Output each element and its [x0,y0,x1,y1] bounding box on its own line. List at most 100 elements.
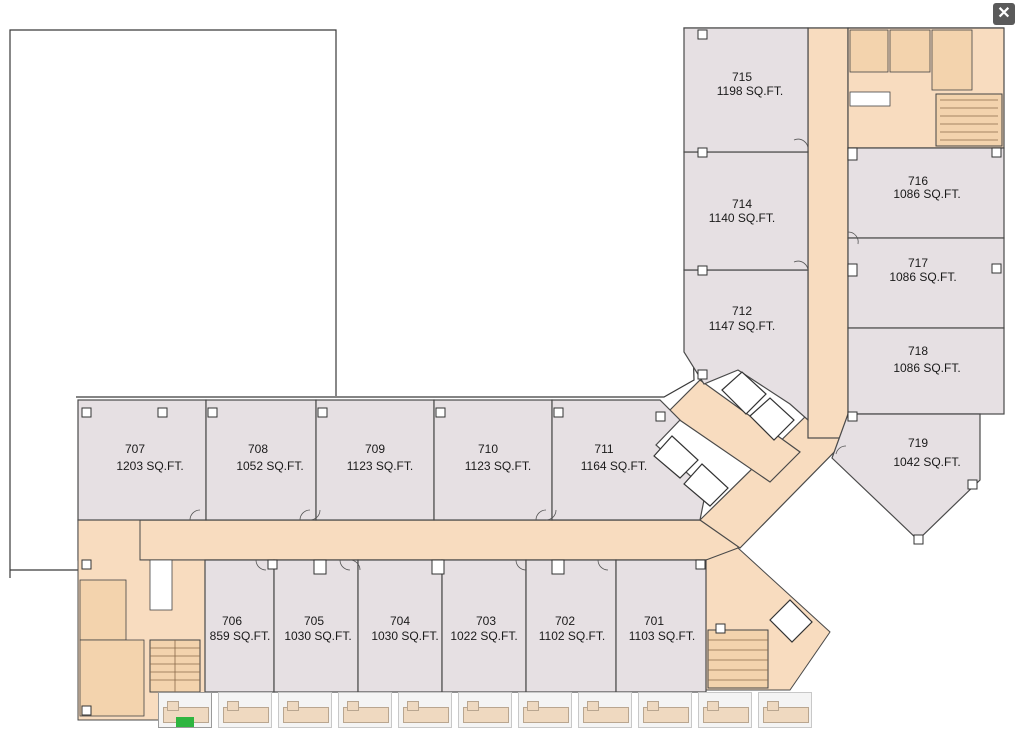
unit-label-709: 709 1123 SQ.FT. [347,442,413,473]
unit-label-710: 710 1123 SQ.FT. [465,442,531,473]
stair-south [707,629,769,689]
floor-thumbnail[interactable] [218,692,272,728]
floor-thumbnail[interactable] [158,692,212,728]
unit-number: 718 [908,344,928,358]
floor-thumbnail[interactable] [578,692,632,728]
unit-712-shape[interactable] [683,269,809,422]
unit-number: 719 [908,436,928,450]
close-icon: ✕ [997,5,1011,22]
floor-thumbnail[interactable] [758,692,812,728]
adjacent-building-outline [9,29,337,578]
unit-area: 1042 SQ.FT. [893,455,960,469]
elevator-north [721,371,795,441]
unit-number: 710 [478,442,498,456]
unit-number: 716 [908,174,928,188]
unit-701-shape[interactable] [615,559,707,693]
unit-number: 703 [476,614,496,628]
unit-708-shape[interactable] [205,399,317,521]
unit-705-shape[interactable] [273,559,359,693]
unit-label-718: 718 1086 SQ.FT. [893,344,960,375]
unit-number: 711 [594,442,613,456]
unit-area: 1164 SQ.FT. [581,459,647,473]
stair-northeast [935,93,1003,147]
current-floor-highlight [176,717,194,727]
unit-area: 1086 SQ.FT. [893,187,960,201]
unit-716-shape[interactable] [847,147,1005,239]
floor-thumbnail[interactable] [518,692,572,728]
unit-area: 1103 SQ.FT. [629,629,695,643]
unit-area: 859 SQ.FT. [210,629,271,643]
elevator-lobby-north [667,379,801,483]
unit-area: 1030 SQ.FT. [371,629,438,643]
unit-number: 706 [222,614,242,628]
floor-thumbnail[interactable] [458,692,512,728]
unit-number: 715 [732,70,752,84]
unit-number: 701 [644,614,664,628]
unit-number: 702 [555,614,575,628]
unit-label-708: 708 1052 SQ.FT. [236,442,303,473]
unit-area: 1140 SQ.FT. [709,211,775,225]
unit-706-shape[interactable] [204,559,275,693]
floor-thumbnail[interactable] [698,692,752,728]
stair-west [149,639,201,693]
door-swings [189,138,859,571]
unit-number: 705 [304,614,324,628]
corridor-west [77,519,739,561]
unit-area: 1052 SQ.FT. [236,459,303,473]
unit-area: 1123 SQ.FT. [347,459,413,473]
unit-area: 1147 SQ.FT. [709,319,775,333]
unit-label-711: 711 1164 SQ.FT. [581,442,647,473]
unit-area: 1102 SQ.FT. [539,629,605,643]
unit-area: 1198 SQ.FT. [717,84,783,98]
unit-area: 1030 SQ.FT. [284,629,351,643]
close-button[interactable]: ✕ [993,3,1015,25]
unit-number: 708 [248,442,268,456]
unit-label-707: 707 1203 SQ.FT. [116,442,183,473]
unit-area: 1123 SQ.FT. [465,459,531,473]
unit-number: 709 [365,442,385,456]
floor-thumbnail[interactable] [638,692,692,728]
unit-715-shape[interactable] [683,27,809,153]
washrooms-northeast [849,29,973,107]
unit-number: 717 [908,256,928,270]
unit-number: 707 [125,442,145,456]
unit-area: 1022 SQ.FT. [450,629,517,643]
unit-number: 712 [732,304,752,318]
unit-719-shape[interactable] [831,413,981,541]
floor-thumbnail[interactable] [278,692,332,728]
elevator-south [769,599,813,643]
unit-703-shape[interactable] [441,559,527,693]
corridor-north [807,27,849,439]
structural-columns [81,29,1002,716]
unit-714-shape[interactable] [683,151,809,271]
unit-area: 1203 SQ.FT. [116,459,183,473]
unit-704-shape[interactable] [357,559,443,693]
unit-718-shape[interactable] [847,327,1005,415]
unit-area: 1086 SQ.FT. [889,270,956,284]
unit-707-shape[interactable] [77,399,207,521]
unit-710-shape[interactable] [433,399,553,521]
elevator-west [653,435,729,507]
unit-number: 714 [732,197,752,211]
unit-717-shape[interactable] [847,237,1005,329]
unit-area: 1086 SQ.FT. [893,361,960,375]
unit-number: 704 [390,614,410,628]
unit-label-719: 719 1042 SQ.FT. [893,436,960,469]
floor-thumbnail[interactable] [398,692,452,728]
unit-709-shape[interactable] [315,399,435,521]
washrooms-west [79,559,173,717]
floor-thumbnail[interactable] [338,692,392,728]
unit-702-shape[interactable] [525,559,617,693]
